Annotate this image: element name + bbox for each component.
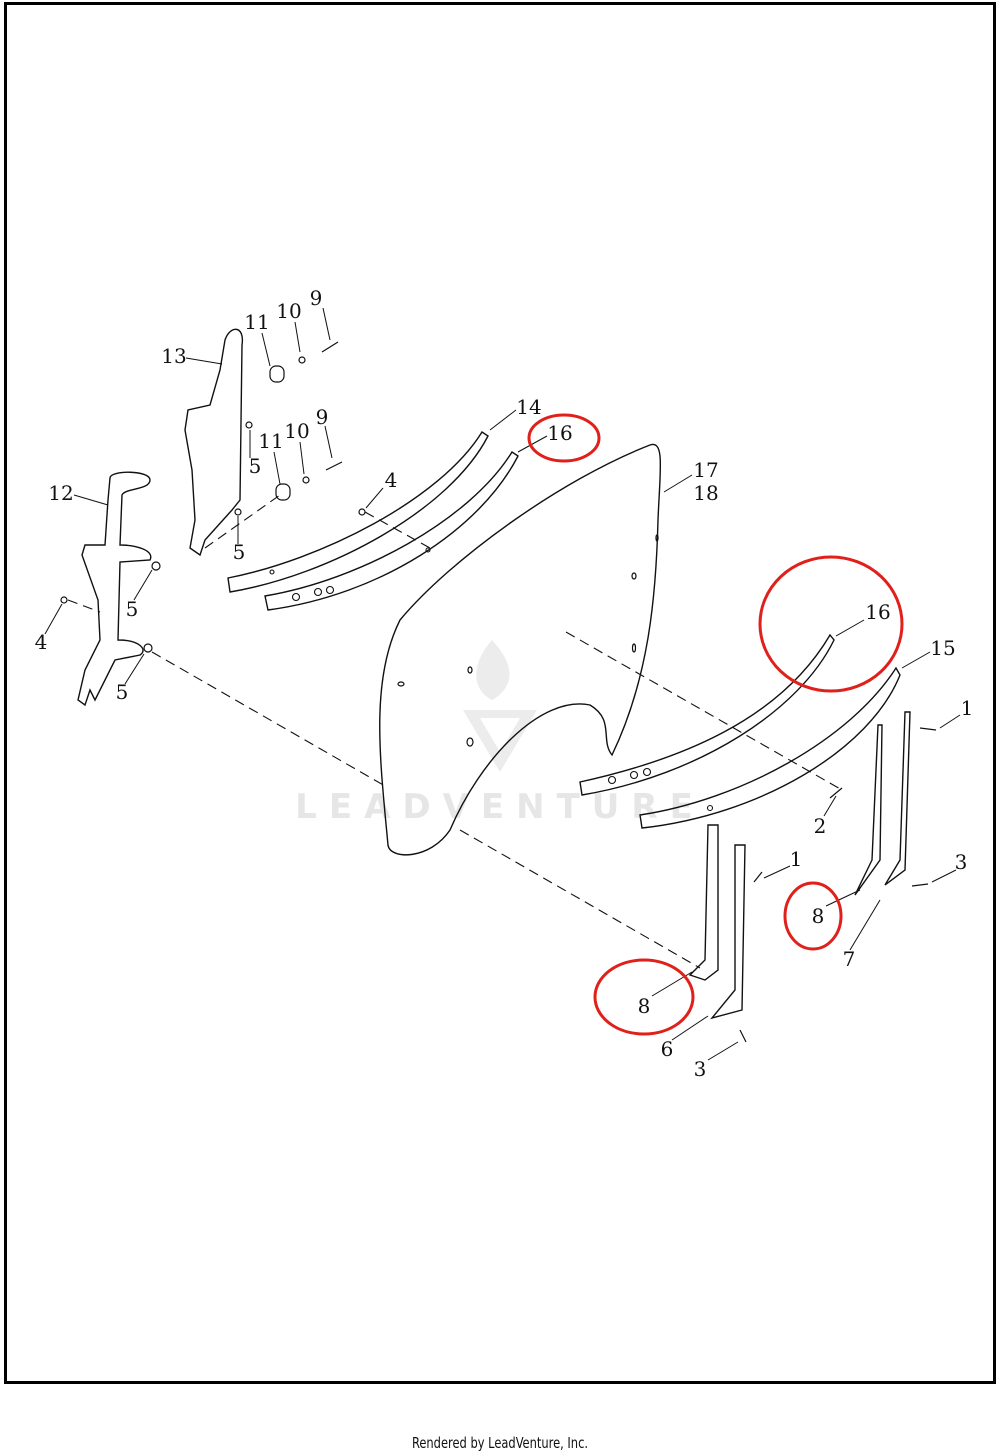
highlight-16-lower <box>758 555 904 693</box>
trim-strip-14 <box>227 431 489 593</box>
callout-4: 4 <box>384 468 398 492</box>
leadventure-logo-icon <box>463 640 537 772</box>
brace-7 <box>854 711 911 896</box>
trim-strip-16-upper <box>264 451 519 611</box>
callout-13: 13 <box>161 344 187 368</box>
callout-2: 2 <box>813 814 827 838</box>
callout-11: 11 <box>244 310 270 334</box>
callout-8: 8 <box>811 904 825 928</box>
callout-11: 11 <box>258 429 284 453</box>
callout-1: 1 <box>789 847 803 871</box>
diagram-frame <box>4 2 996 1384</box>
callout-16: 16 <box>865 600 891 624</box>
trim-strip-15 <box>639 666 901 829</box>
callout-5: 5 <box>115 680 129 704</box>
highlight-8-right <box>783 881 843 951</box>
callout-3: 3 <box>693 1057 707 1081</box>
callout-10: 10 <box>276 299 302 323</box>
footer-credit: Rendered by LeadVenture, Inc. <box>411 1434 589 1452</box>
callout-18: 18 <box>693 481 719 505</box>
trim-strip-16-lower <box>579 633 835 796</box>
callout-15: 15 <box>930 636 956 660</box>
callout-1: 1 <box>960 696 974 720</box>
highlight-16-upper <box>527 413 601 463</box>
bracket-12 <box>77 471 152 707</box>
highlight-8-left <box>593 958 695 1036</box>
callout-4: 4 <box>34 630 48 654</box>
callout-12: 12 <box>48 481 74 505</box>
callout-5: 5 <box>125 597 139 621</box>
bracket-13 <box>184 328 244 557</box>
callout-3: 3 <box>954 850 968 874</box>
callout-5: 5 <box>248 454 262 478</box>
callout-9: 9 <box>309 286 323 310</box>
leadventure-watermark: LEADVENTURE <box>295 787 705 827</box>
callout-5: 5 <box>232 540 246 564</box>
callout-9: 9 <box>315 405 329 429</box>
callout-17: 17 <box>693 458 719 482</box>
callout-10: 10 <box>284 419 310 443</box>
callout-14: 14 <box>516 395 542 419</box>
callout-8: 8 <box>637 994 651 1018</box>
callout-16: 16 <box>547 421 573 445</box>
windshield-part-17-18 <box>379 443 662 856</box>
callout-6: 6 <box>660 1037 674 1061</box>
brace-6 <box>688 824 746 1020</box>
windshield-holes <box>397 534 659 747</box>
callout-7: 7 <box>842 947 856 971</box>
alignment-lines <box>67 494 843 969</box>
highlight-circles <box>527 413 904 1036</box>
